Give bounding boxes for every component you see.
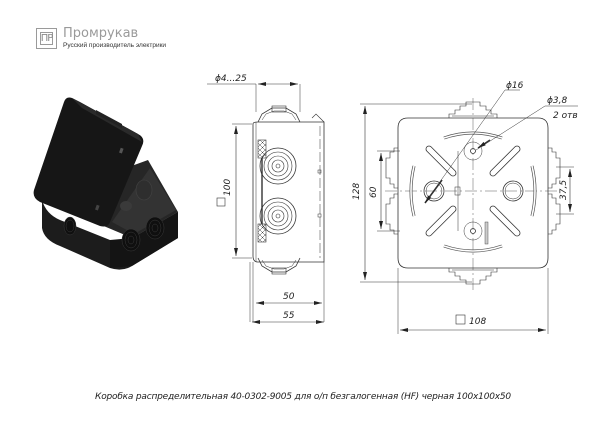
side-gland-lower xyxy=(259,197,297,235)
dim-overall-height: 128 xyxy=(352,183,362,200)
top-view xyxy=(360,89,578,334)
dim-overall-width: 108 xyxy=(469,317,486,327)
dim-gland-spacing: 37,5 xyxy=(559,180,569,200)
product-caption: Коробка распределительная 40-0302-9005 д… xyxy=(95,392,511,402)
dim-side-height: 100 xyxy=(223,179,233,196)
brand-logo: ПР Промрукав Русский производитель элект… xyxy=(36,27,166,50)
logo-mark-icon: ПР xyxy=(36,28,57,49)
dim-mount-spacing: 60 xyxy=(369,186,379,198)
side-section-view xyxy=(207,82,325,324)
brand-tagline: Русский производитель электрики xyxy=(63,42,167,49)
brand-name: Промрукав xyxy=(63,26,139,41)
side-gland-upper xyxy=(259,147,297,185)
dim-inner-depth: 50 xyxy=(283,292,295,302)
dim-screw-hole: ϕ3,8 xyxy=(547,96,568,106)
dim-screw-hole-count: 2 отв xyxy=(553,111,578,121)
dim-entry-diameter: ϕ4...25 xyxy=(215,74,247,84)
product-render xyxy=(33,97,178,270)
dim-knockout-diameter: ϕ16 xyxy=(506,81,524,91)
dim-outer-depth: 55 xyxy=(283,311,295,321)
